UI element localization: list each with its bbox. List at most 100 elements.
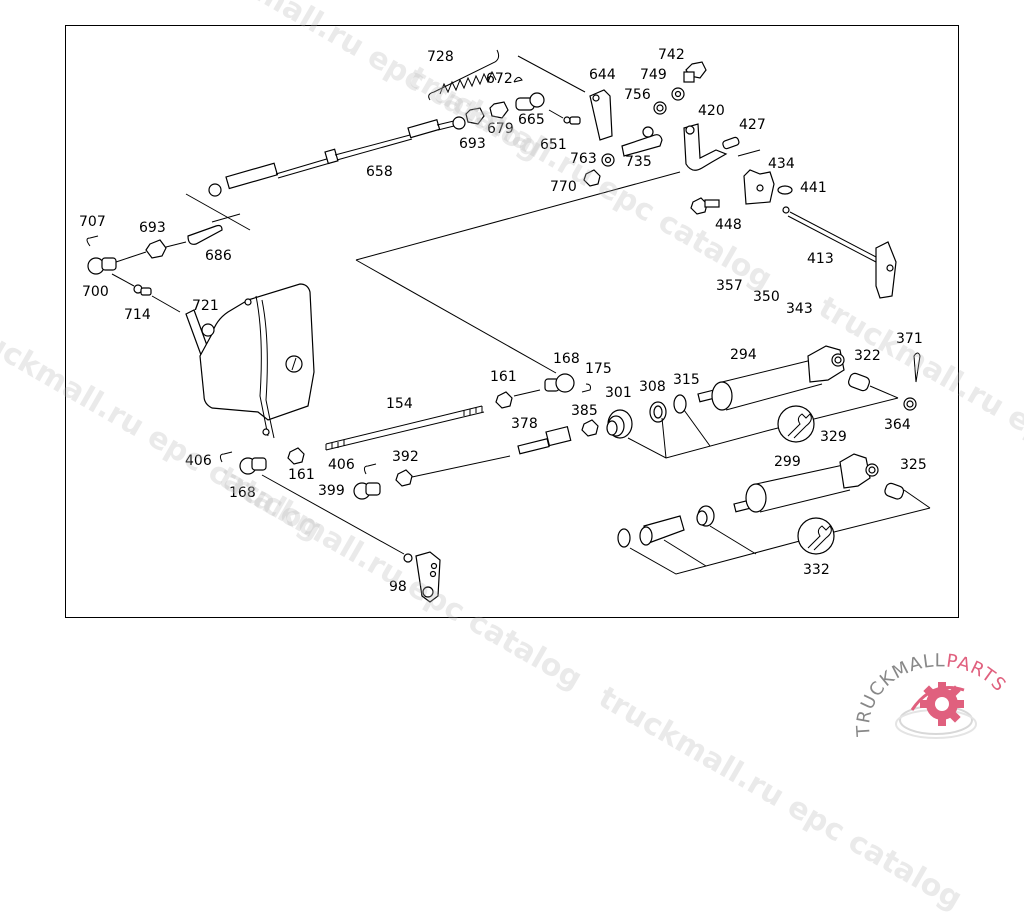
part-364-washer[interactable]	[904, 398, 916, 410]
part-322-bushing[interactable]	[847, 372, 871, 392]
part-168-ball-socket[interactable]	[545, 374, 574, 392]
part-427-pin[interactable]	[722, 137, 740, 150]
callout-399[interactable]: 399	[318, 484, 345, 498]
callout-728[interactable]: 728	[427, 50, 454, 64]
part-693-nut[interactable]	[466, 108, 484, 124]
part-371-cotter-pin[interactable]	[914, 353, 920, 382]
callout-651[interactable]: 651	[540, 138, 567, 152]
callout-168[interactable]: 168	[229, 486, 256, 500]
callout-693[interactable]: 693	[139, 221, 166, 235]
part-168-ball-socket-left[interactable]	[240, 458, 266, 474]
callout-714[interactable]: 714	[124, 308, 151, 322]
callout-770[interactable]: 770	[550, 180, 577, 194]
callout-308[interactable]: 308	[639, 380, 666, 394]
callout-434[interactable]: 434	[768, 157, 795, 171]
callout-371[interactable]: 371	[896, 332, 923, 346]
callout-721[interactable]: 721	[192, 299, 219, 313]
part-98-lever[interactable]	[404, 552, 440, 602]
part-665-ball-socket[interactable]	[516, 93, 544, 110]
part-707-clip[interactable]	[87, 236, 98, 246]
callout-756[interactable]: 756	[624, 88, 651, 102]
part-644-lever[interactable]	[590, 90, 612, 140]
callout-350[interactable]: 350	[753, 290, 780, 304]
part-770-nut[interactable]	[584, 170, 600, 186]
part-742-bolt[interactable]	[684, 62, 706, 82]
callout-357[interactable]: 357	[716, 279, 743, 293]
callout-329[interactable]: 329	[820, 430, 847, 444]
callout-364[interactable]: 364	[884, 418, 911, 432]
callout-406[interactable]: 406	[328, 458, 355, 472]
part-693-nut-left[interactable]	[146, 240, 166, 258]
part-714-ball-stud[interactable]	[134, 285, 151, 295]
callout-175[interactable]: 175	[585, 362, 612, 376]
callout-168[interactable]: 168	[553, 352, 580, 366]
part-441-key[interactable]	[778, 186, 792, 194]
callout-322[interactable]: 322	[854, 349, 881, 363]
callout-154[interactable]: 154	[386, 397, 413, 411]
callout-679[interactable]: 679	[487, 122, 514, 136]
part-154-stud[interactable]	[326, 406, 484, 450]
part-658-cable[interactable]	[209, 117, 465, 196]
callout-693[interactable]: 693	[459, 137, 486, 151]
part-seal-kit-ring[interactable]	[618, 529, 630, 547]
part-756-bushing[interactable]	[654, 102, 666, 114]
callout-98[interactable]: 98	[389, 580, 407, 594]
part-686-link[interactable]	[188, 226, 222, 245]
callout-420[interactable]: 420	[698, 104, 725, 118]
callout-742[interactable]: 742	[658, 48, 685, 62]
callout-665[interactable]: 665	[518, 113, 545, 127]
callout-448[interactable]: 448	[715, 218, 742, 232]
callout-332[interactable]: 332	[803, 563, 830, 577]
part-325-bushing[interactable]	[884, 482, 905, 500]
part-161-nut-left[interactable]	[288, 448, 304, 464]
callout-735[interactable]: 735	[625, 155, 652, 169]
part-434-clamp[interactable]	[744, 170, 774, 204]
part-413-shaft[interactable]	[783, 207, 896, 298]
part-735-bracket[interactable]	[622, 127, 662, 156]
callout-644[interactable]: 644	[589, 68, 616, 82]
callout-413[interactable]: 413	[807, 252, 834, 266]
callout-707[interactable]: 707	[79, 215, 106, 229]
callout-700[interactable]: 700	[82, 285, 109, 299]
callout-392[interactable]: 392	[392, 450, 419, 464]
callout-749[interactable]: 749	[640, 68, 667, 82]
part-308-seal[interactable]	[650, 402, 666, 422]
part-392-nut[interactable]	[396, 470, 412, 486]
part-651-pin[interactable]	[564, 117, 580, 124]
callout-343[interactable]: 343	[786, 302, 813, 316]
part-448-bolt[interactable]	[691, 198, 719, 214]
callout-427[interactable]: 427	[739, 118, 766, 132]
part-420-lever[interactable]	[684, 124, 726, 170]
callout-763[interactable]: 763	[570, 152, 597, 166]
part-385-nut[interactable]	[582, 420, 598, 436]
callout-385[interactable]: 385	[571, 404, 598, 418]
part-seal-kit-piston[interactable]	[697, 506, 714, 526]
part-399-ball-socket[interactable]	[354, 483, 380, 499]
callout-315[interactable]: 315	[673, 373, 700, 387]
callout-299[interactable]: 299	[774, 455, 801, 469]
callout-686[interactable]: 686	[205, 249, 232, 263]
callout-294[interactable]: 294	[730, 348, 757, 362]
part-672-clip[interactable]	[514, 77, 522, 82]
part-763-washer[interactable]	[602, 154, 614, 166]
callout-161[interactable]: 161	[288, 468, 315, 482]
part-406-clip-left[interactable]	[220, 452, 232, 462]
callout-672[interactable]: 672	[486, 72, 513, 86]
part-700-ball-socket[interactable]	[88, 258, 116, 274]
part-175-clip[interactable]	[582, 384, 591, 392]
part-294-cylinder[interactable]	[698, 346, 844, 410]
callout-658[interactable]: 658	[366, 165, 393, 179]
part-679-nut[interactable]	[490, 102, 508, 118]
part-749-washer[interactable]	[672, 88, 684, 100]
callout-406[interactable]: 406	[185, 454, 212, 468]
callout-301[interactable]: 301	[605, 386, 632, 400]
part-301-bellows[interactable]	[607, 410, 632, 438]
part-161-nut[interactable]	[496, 392, 512, 408]
part-299-cylinder[interactable]	[734, 454, 878, 512]
callout-161[interactable]: 161	[490, 370, 517, 384]
callout-325[interactable]: 325	[900, 458, 927, 472]
callout-378[interactable]: 378	[511, 417, 538, 431]
part-seal-kit-sleeve[interactable]	[640, 516, 684, 545]
part-406-clip-mid[interactable]	[364, 464, 376, 474]
callout-441[interactable]: 441	[800, 181, 827, 195]
